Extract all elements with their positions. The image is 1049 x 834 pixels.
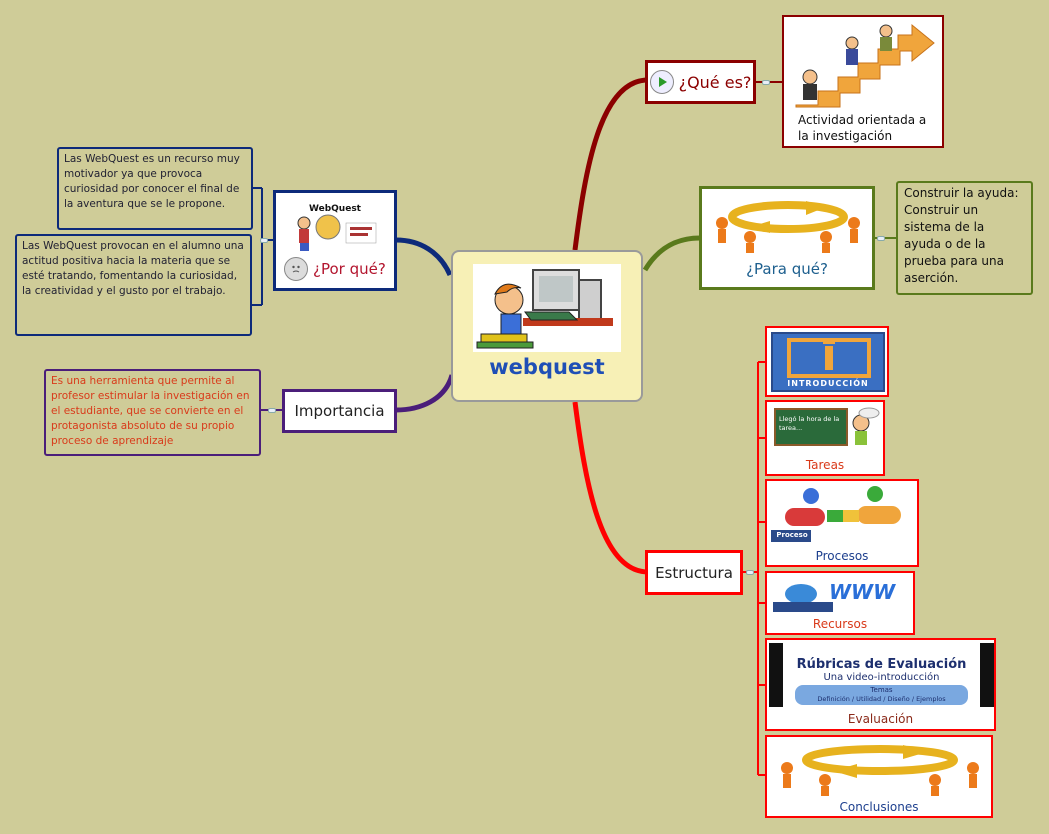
procesos-caption: Procesos xyxy=(815,549,869,563)
conclusiones-caption: Conclusiones xyxy=(839,800,919,814)
por-que-note-1: Las WebQuest es un recurso muy motivador… xyxy=(57,147,253,230)
topic-por-que-label: ¿Por qué? xyxy=(313,260,386,278)
topic-para-que[interactable]: ¿Para qué? xyxy=(699,186,875,290)
topic-que-es[interactable]: ¿Qué es? xyxy=(645,60,756,104)
topic-que-es-label: ¿Qué es? xyxy=(678,72,752,92)
puzzle-people-illustration: Proceso xyxy=(771,484,915,542)
importancia-note: Es una herramienta que permite al profes… xyxy=(44,369,261,456)
climbing-stairs-illustration xyxy=(788,21,940,109)
estructura-item-conclusiones[interactable]: Conclusiones xyxy=(765,735,993,818)
por-que-note-2: Las WebQuest provocan en el alumno una a… xyxy=(15,234,252,336)
computer-user-illustration xyxy=(473,264,621,352)
proceso-banner-text: Proceso xyxy=(776,531,808,539)
rubricas-temas: Temas xyxy=(870,686,893,694)
estructura-item-tareas[interactable]: Llegó la hora de la tarea... Tareas xyxy=(765,400,885,476)
que-es-caption: Actividad orientada a la investigación xyxy=(798,113,927,143)
estructura-item-procesos[interactable]: Proceso Procesos xyxy=(765,479,919,567)
topic-estructura[interactable]: Estructura xyxy=(645,550,743,595)
topic-estructura-label: Estructura xyxy=(655,563,733,582)
branch-para-que xyxy=(642,235,701,272)
collapse-handle[interactable] xyxy=(762,80,770,85)
collapse-handle[interactable] xyxy=(746,570,754,575)
www-text: WWW xyxy=(829,580,896,604)
rubricas-temas-list: Definición / Utilidad / Diseño / Ejemplo… xyxy=(817,695,946,703)
collapse-handle[interactable] xyxy=(260,238,268,243)
collapse-handle[interactable] xyxy=(268,408,276,413)
branch-estructura xyxy=(572,401,649,575)
estructura-item-recursos[interactable]: WWW Recursos xyxy=(765,571,915,635)
chalkboard-illustration: Llegó la hora de la tarea... xyxy=(771,405,881,453)
estructura-item-introduccion[interactable]: INTRODUCCIÓN xyxy=(765,326,889,397)
introduccion-banner: INTRODUCCIÓN xyxy=(771,332,885,392)
recursos-caption: Recursos xyxy=(812,617,868,631)
introduccion-banner-text: INTRODUCCIÓN xyxy=(787,379,869,388)
topic-importancia[interactable]: Importancia xyxy=(282,389,397,433)
topic-para-que-label: ¿Para qué? xyxy=(746,260,828,278)
branch-importancia xyxy=(395,374,455,413)
estructura-item-evaluacion[interactable]: Rúbricas de Evaluación Una video-introdu… xyxy=(765,638,996,731)
topic-por-que[interactable]: WebQuest ¿Por qué? xyxy=(273,190,397,291)
collapse-handle[interactable] xyxy=(877,236,885,241)
chalkboard-text: Llegó la hora de la tarea... xyxy=(779,415,840,432)
evaluacion-caption: Evaluación xyxy=(847,712,914,726)
www-illustration: WWW xyxy=(773,576,911,612)
play-icon xyxy=(649,70,674,94)
rubricas-video-thumbnail: Rúbricas de Evaluación Una video-introdu… xyxy=(769,643,994,707)
webquest-kid-illustration xyxy=(286,197,386,255)
rubricas-title: Rúbricas de Evaluación xyxy=(796,657,967,672)
por-que-image-title: WebQuest xyxy=(309,204,361,214)
question-face-icon xyxy=(284,257,308,281)
central-topic[interactable]: webquest xyxy=(451,250,643,402)
conclusiones-teamwork-illustration xyxy=(773,740,987,796)
teamwork-circle-illustration xyxy=(710,193,866,253)
branch-por-que xyxy=(395,237,453,277)
branch-que-es xyxy=(572,77,649,251)
tareas-caption: Tareas xyxy=(805,458,845,472)
para-que-note: Construir la ayuda: Construir un sistema… xyxy=(896,181,1033,295)
central-topic-label: webquest xyxy=(489,355,605,379)
que-es-image-node[interactable]: Actividad orientada a la investigación xyxy=(782,15,944,148)
rubricas-subtitle: Una video-introducción xyxy=(823,672,940,683)
topic-importancia-label: Importancia xyxy=(294,402,385,420)
